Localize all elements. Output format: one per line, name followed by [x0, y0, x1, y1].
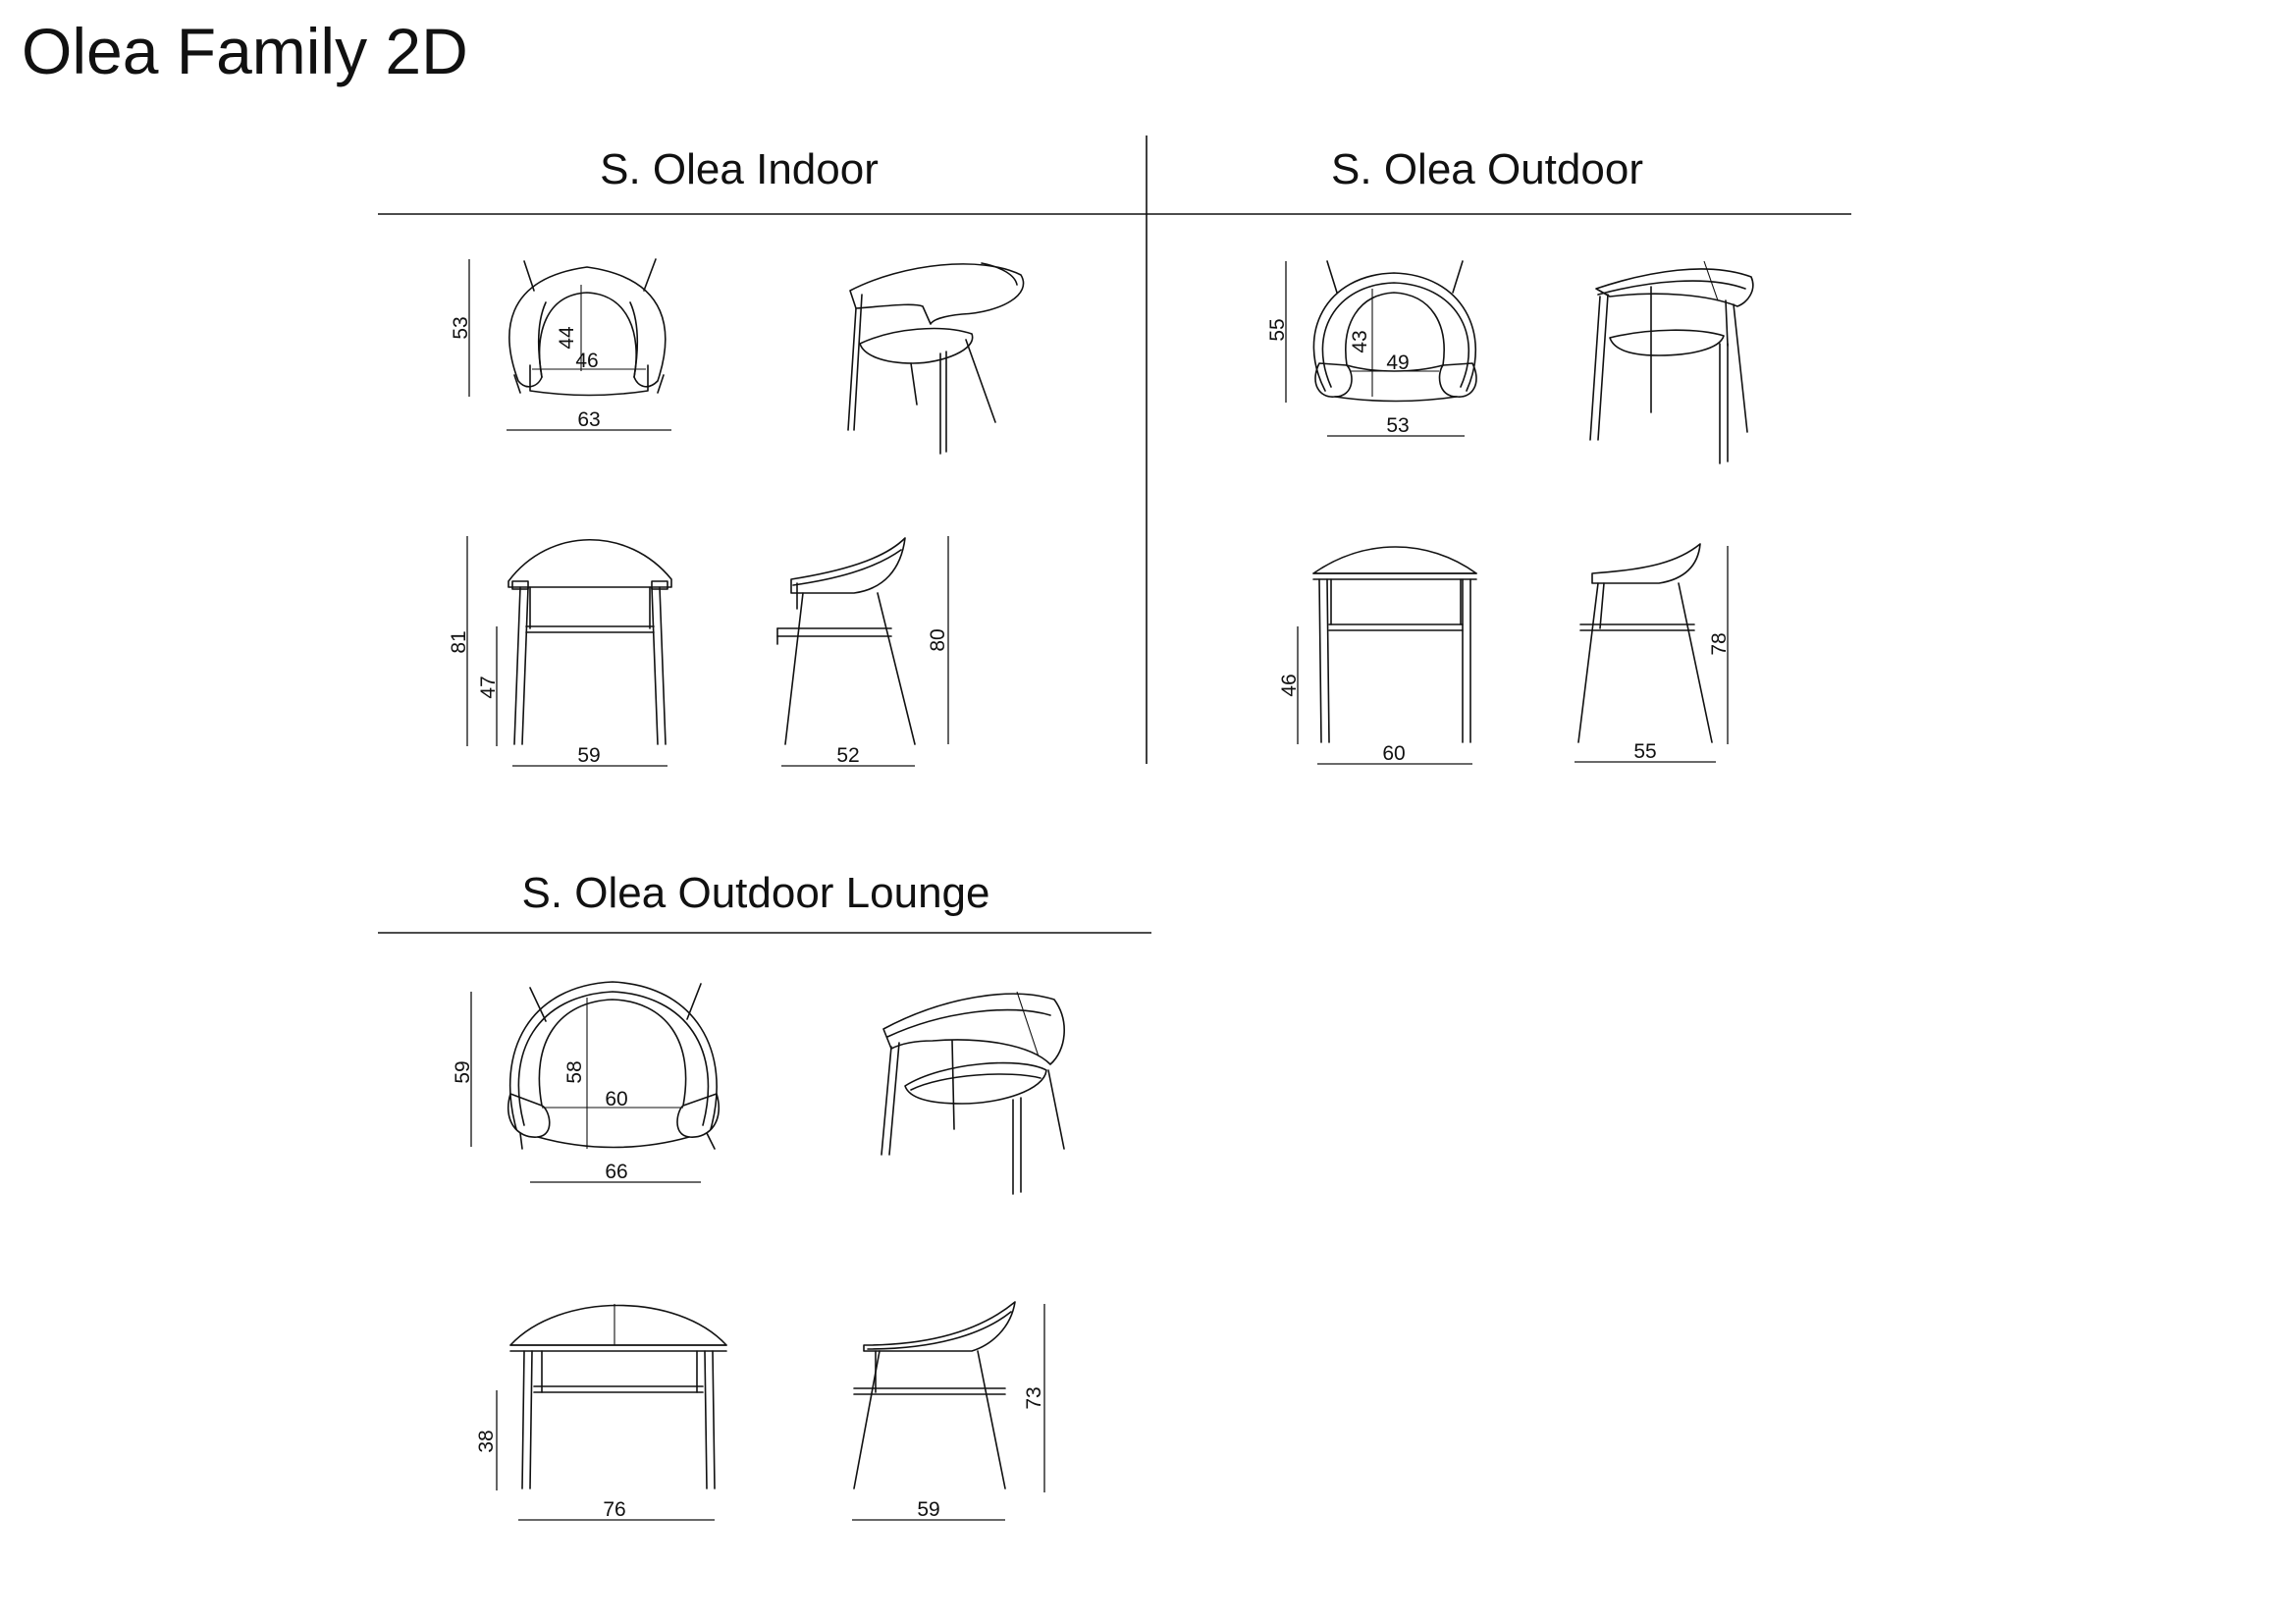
- section-title-outdoor: S. Olea Outdoor: [1331, 145, 1643, 193]
- outdoor-top-width-label: 53: [1386, 414, 1409, 437]
- indoor-top-inner-depth-label: 44: [556, 326, 578, 350]
- indoor-front-height-label: 81: [448, 630, 470, 653]
- lounge-side-height-label: 73: [1023, 1386, 1045, 1409]
- indoor-front-seat-height-label: 47: [477, 676, 500, 698]
- indoor-top-width-label: 63: [577, 408, 600, 431]
- indoor-side-view: 80 52: [776, 536, 949, 767]
- outdoor-top-inner-width-label: 49: [1386, 352, 1409, 374]
- outdoor-front-seat-height-label: 46: [1278, 674, 1301, 696]
- lounge-top-view: 59 58 60 66: [452, 981, 721, 1183]
- indoor-perspective-view: [847, 262, 1025, 455]
- lounge-top-inner-depth-label: 58: [563, 1060, 586, 1083]
- lounge-top-width-label: 66: [605, 1161, 627, 1183]
- outdoor-perspective-view: [1589, 260, 1754, 464]
- lounge-front-width-label: 76: [603, 1498, 625, 1521]
- outdoor-side-height-label: 78: [1708, 632, 1731, 655]
- lounge-side-view: 73 59: [852, 1301, 1045, 1521]
- outdoor-top-depth-label: 55: [1266, 318, 1289, 341]
- indoor-front-width-label: 59: [577, 744, 600, 767]
- section-title-indoor: S. Olea Indoor: [600, 145, 879, 193]
- lounge-side-depth-label: 59: [917, 1498, 939, 1521]
- outdoor-side-view: 78 55: [1575, 543, 1731, 763]
- outdoor-side-depth-label: 55: [1633, 740, 1656, 763]
- indoor-front-view: 81 47 59: [448, 536, 672, 767]
- indoor-top-view: 53 44 46 63: [450, 258, 671, 431]
- indoor-side-height-label: 80: [927, 628, 949, 651]
- lounge-perspective-view: [881, 991, 1065, 1195]
- outdoor-top-view: 55 43 49 53: [1266, 260, 1477, 437]
- page-title: Olea Family 2D: [22, 15, 468, 87]
- section-title-outdoor-lounge: S. Olea Outdoor Lounge: [521, 869, 990, 917]
- lounge-top-inner-width-label: 60: [605, 1088, 627, 1110]
- indoor-top-depth-label: 53: [450, 316, 472, 339]
- indoor-side-depth-label: 52: [836, 744, 859, 767]
- outdoor-front-width-label: 60: [1382, 742, 1405, 765]
- lounge-front-view: 38 76: [475, 1304, 727, 1521]
- lounge-front-seat-height-label: 38: [475, 1430, 498, 1452]
- outdoor-front-view: 46 60: [1278, 546, 1477, 765]
- indoor-top-inner-width-label: 46: [575, 350, 598, 372]
- lounge-top-depth-label: 59: [452, 1060, 474, 1083]
- outdoor-top-inner-depth-label: 43: [1349, 330, 1371, 352]
